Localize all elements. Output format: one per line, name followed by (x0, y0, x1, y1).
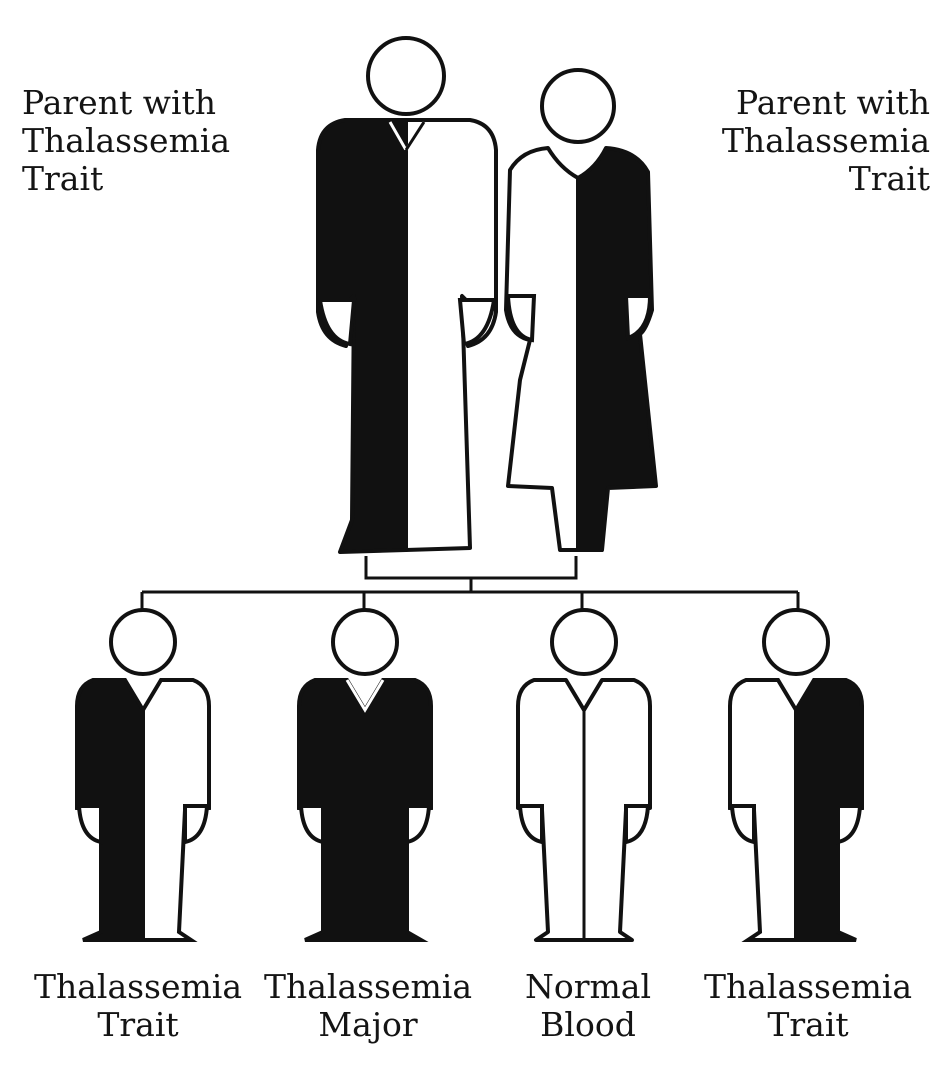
father-label-line-3: Trait (22, 160, 230, 198)
child-3-right-hand (626, 806, 648, 842)
child-2-left-hand (301, 806, 323, 842)
father-figure (318, 38, 496, 552)
child-4-label-line-1: Thalassemia (688, 968, 928, 1006)
mother-left-hand (508, 296, 534, 340)
mother-label: Parent with Thalassemia Trait (690, 84, 930, 198)
child-2-head (333, 610, 397, 674)
father-head (368, 38, 444, 114)
child-2-figure (299, 610, 431, 940)
father-body-affected-half (318, 120, 406, 552)
child-1-head (111, 610, 175, 674)
child-1-right-hand (185, 806, 207, 842)
child-2-right-hand (407, 806, 429, 842)
pedigree-connectors (142, 556, 798, 610)
child-4-figure (730, 610, 862, 940)
child-2-label-line-1: Thalassemia (248, 968, 488, 1006)
child-3-left-hand (520, 806, 542, 842)
mother-label-line-1: Parent with (690, 84, 930, 122)
mother-right-hand (626, 296, 650, 338)
mother-figure (506, 70, 656, 550)
child-3-label-line-1: Normal (468, 968, 708, 1006)
child-1-label-line-1: Thalassemia (18, 968, 258, 1006)
child-4-right-hand (838, 806, 860, 842)
child-2-label-line-2: Major (248, 1006, 488, 1044)
child-4-label: Thalassemia Trait (688, 968, 928, 1044)
child-3-figure (518, 610, 650, 940)
father-right-hand (460, 300, 494, 344)
child-4-head (764, 610, 828, 674)
mother-label-line-2: Thalassemia (690, 122, 930, 160)
mother-body-unaffected-half (506, 148, 578, 550)
father-label-line-2: Thalassemia (22, 122, 230, 160)
mother-body-affected-half (578, 148, 656, 550)
child-2-label: Thalassemia Major (248, 968, 488, 1044)
child-1-figure (77, 610, 209, 940)
child-4-label-line-2: Trait (688, 1006, 928, 1044)
child-3-head (552, 610, 616, 674)
father-label-line-1: Parent with (22, 84, 230, 122)
child-4-left-hand (732, 806, 754, 842)
mother-label-line-3: Trait (690, 160, 930, 198)
father-left-hand (320, 300, 354, 344)
child-1-label: Thalassemia Trait (18, 968, 258, 1044)
child-1-left-hand (79, 806, 101, 842)
mother-head (542, 70, 614, 142)
child-3-label-line-2: Blood (468, 1006, 708, 1044)
child-3-label: Normal Blood (468, 968, 708, 1044)
father-label: Parent with Thalassemia Trait (22, 84, 230, 198)
child-1-label-line-2: Trait (18, 1006, 258, 1044)
